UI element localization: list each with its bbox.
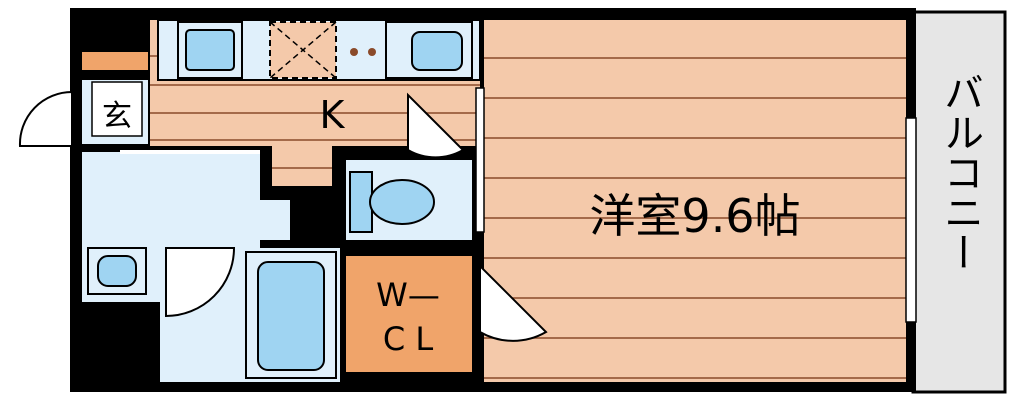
shoe-box xyxy=(82,52,148,70)
entrance-step xyxy=(91,81,143,137)
washbasin-bowl xyxy=(97,255,137,287)
closet-label-top: W— xyxy=(376,276,440,314)
western-room xyxy=(484,20,906,382)
toilet-door-swing-icon xyxy=(407,92,465,159)
bathtub-icon xyxy=(257,261,325,371)
kitchen-label: K xyxy=(320,93,346,137)
washroom-area-2 xyxy=(160,200,290,240)
closet-label-bottom: C L xyxy=(383,320,434,358)
fridge-icon xyxy=(185,29,235,71)
bath-door-swing-icon xyxy=(165,247,236,318)
wood-floor-lines xyxy=(484,57,906,379)
toilet-tank xyxy=(349,171,373,233)
toilet-icon xyxy=(369,179,435,225)
balcony-area xyxy=(911,10,1007,394)
pantry-cross-b xyxy=(269,21,337,79)
sink-icon xyxy=(411,31,463,71)
room-door-swing-icon xyxy=(479,263,548,342)
balcony-window xyxy=(905,117,917,323)
balcony-label: バルコニー xyxy=(937,72,983,272)
kitchen-lower-area xyxy=(272,146,332,186)
kitchen-sliding-door xyxy=(475,87,485,233)
entrance-label: 玄 xyxy=(102,99,132,134)
western-room-label: 洋室9.6帖 xyxy=(589,189,800,243)
closet-area xyxy=(346,256,472,372)
stove-icon xyxy=(350,48,376,56)
entrance-door-swing-icon xyxy=(18,90,73,147)
